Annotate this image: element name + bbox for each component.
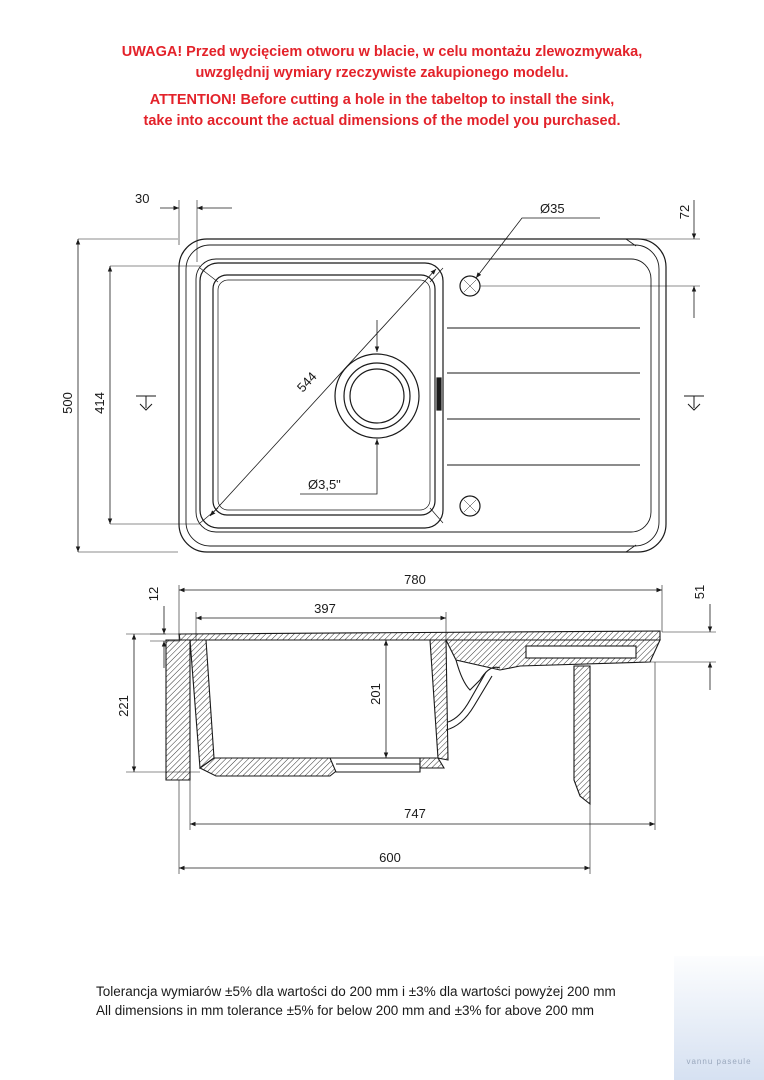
drainboard-ribs — [447, 327, 640, 466]
bowl-right-wall — [429, 639, 449, 761]
dim-label-414: 414 — [92, 392, 107, 414]
overflow-slot — [436, 377, 442, 411]
sink-outer-outline-inner — [185, 244, 660, 547]
tolerance-note: Tolerancja wymiarów ±5% dla wartości do … — [96, 982, 716, 1020]
warning-english-line-1: ATTENTION! Before cutting a hole in the … — [149, 92, 615, 108]
drain-inner — [349, 368, 405, 424]
drain-outer — [334, 353, 420, 439]
dim-label-600: 600 — [379, 850, 401, 865]
brand-watermark: vannu paseule — [674, 956, 764, 1080]
countertop-right — [573, 665, 591, 806]
dim-label-544: 544 — [294, 369, 320, 395]
dim-label-drain: Ø3,5" — [308, 477, 341, 492]
tap-hole-bottom — [459, 495, 481, 517]
tolerance-line-polish: Tolerancja wymiarów ±5% dla wartości do … — [96, 984, 616, 999]
dim-label-tap-hole: Ø35 — [540, 201, 565, 216]
drainboard-bracket — [455, 659, 501, 691]
drain-mid — [343, 362, 411, 430]
dim-label-500: 500 — [60, 392, 75, 414]
dim-label-397: 397 — [314, 601, 336, 616]
bowl-floor — [217, 279, 431, 511]
rim-section — [178, 630, 661, 641]
tolerance-line-english: All dimensions in mm tolerance ±5% for b… — [96, 1003, 595, 1018]
top-view — [75, 200, 704, 553]
sink-outer-outline — [178, 238, 667, 553]
bowl-left-wall — [189, 639, 215, 770]
dim-label-221: 221 — [116, 695, 131, 717]
dim-label-72: 72 — [677, 205, 692, 219]
side-view — [126, 585, 716, 874]
drain-section — [329, 757, 421, 773]
warning-polish-line-2: uwzględnij wymiary rzeczywiste zakupione… — [195, 65, 569, 81]
brand-watermark-text: vannu paseule — [686, 1057, 752, 1066]
warning-english: ATTENTION! Before cutting a hole in the … — [0, 90, 764, 132]
warning-polish-line-1: UWAGA! Przed wycięciem otworu w blacie, … — [121, 44, 643, 60]
dim-label-201: 201 — [368, 683, 383, 705]
warning-english-line-2: take into account the actual dimensions … — [143, 113, 621, 129]
dim-label-12: 12 — [146, 587, 161, 601]
dim-label-780: 780 — [404, 572, 426, 587]
bowl-outer — [199, 262, 444, 529]
countertop-left — [165, 639, 191, 781]
warning-polish: UWAGA! Przed wycięciem otworu w blacie, … — [0, 42, 764, 84]
sink-rim-line — [195, 258, 652, 533]
dim-label-747: 747 — [404, 806, 426, 821]
dim-label-30: 30 — [135, 191, 149, 206]
dim-label-51: 51 — [692, 585, 707, 599]
